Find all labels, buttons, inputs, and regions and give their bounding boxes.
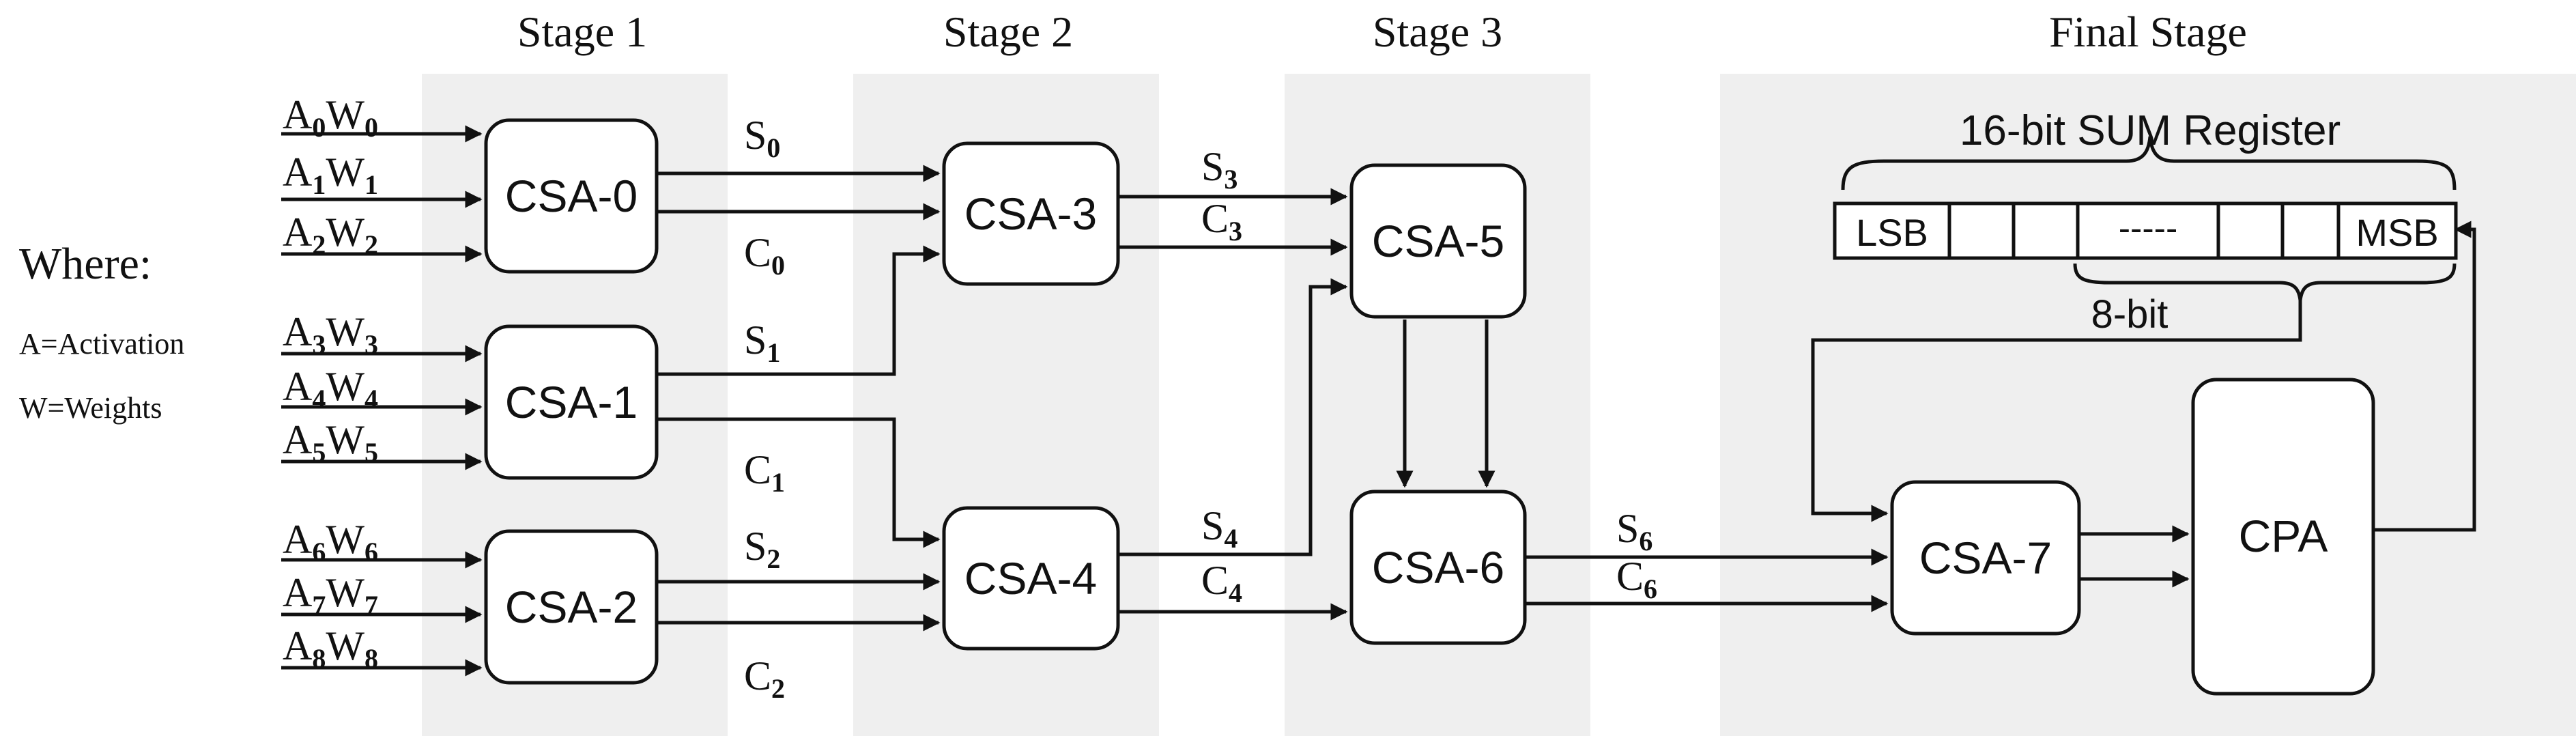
csa-4-label: CSA-4: [964, 553, 1097, 604]
signal-label-c1: C1: [744, 447, 785, 498]
csa-1-label: CSA-1: [505, 377, 638, 427]
register-body: [1833, 201, 2458, 260]
interconnect-wires: [657, 165, 2476, 632]
csa-2-block: [484, 529, 659, 685]
input-wires: [281, 125, 483, 677]
signal-label-s0: S0: [744, 113, 780, 163]
cpa-label: CPA: [2239, 511, 2328, 561]
cpa-block: [2191, 378, 2375, 696]
csa-7-block: [1890, 480, 2081, 636]
feedback-width-label: 8-bit: [2091, 292, 2169, 337]
final-stage-title: Final Stage: [2049, 8, 2247, 56]
signal-label-c0: C0: [744, 230, 785, 281]
signal-label-s6: S6: [1616, 506, 1652, 556]
stage-3-title: Stage 3: [1373, 8, 1502, 56]
signal-label-s4: S4: [1201, 503, 1237, 554]
csa-3-block: [942, 141, 1120, 286]
signal-label-c3: C3: [1201, 196, 1242, 246]
signal-label-s3: S3: [1201, 144, 1237, 195]
csa-6-block: [1349, 490, 1527, 645]
register-lsb: LSB: [1856, 211, 1928, 254]
legend-title: Where:: [19, 239, 152, 289]
signal-label-s1: S1: [744, 317, 780, 368]
final-stage-band: [1720, 74, 2576, 736]
csa-0-block: [484, 118, 659, 274]
signal-label-c6: C6: [1616, 554, 1657, 604]
input-label-1: A1W1: [283, 150, 378, 200]
signal-label-c2: C2: [744, 653, 785, 704]
sum-register: 16-bit SUM Register LSB ----- MSB 8-bit: [1833, 107, 2458, 337]
register-msb: MSB: [2356, 211, 2438, 254]
csa-4-block: [942, 506, 1120, 651]
csa-0-label: CSA-0: [505, 171, 638, 221]
register-middle: -----: [2119, 209, 2178, 249]
csa-1-block: [484, 324, 659, 480]
legend-weights: W=Weights: [19, 391, 162, 425]
csa-5-label: CSA-5: [1372, 216, 1504, 266]
csa-7-label: CSA-7: [1919, 533, 2052, 583]
stage-2-title: Stage 2: [943, 8, 1073, 56]
register-title: 16-bit SUM Register: [1960, 107, 2341, 154]
csa-5-block: [1349, 163, 1527, 319]
signal-label-s2: S2: [744, 524, 780, 574]
input-label-7: A7W7: [283, 570, 378, 621]
register-brace-top: [1841, 136, 2457, 190]
signal-label-c4: C4: [1201, 558, 1242, 608]
stage-1-title: Stage 1: [517, 8, 647, 56]
legend-activation: A=Activation: [19, 327, 184, 360]
csa-2-label: CSA-2: [505, 582, 638, 632]
csa-6-label: CSA-6: [1372, 542, 1504, 593]
register-brace-bottom: [2073, 263, 2457, 301]
csa-3-label: CSA-3: [964, 188, 1097, 239]
